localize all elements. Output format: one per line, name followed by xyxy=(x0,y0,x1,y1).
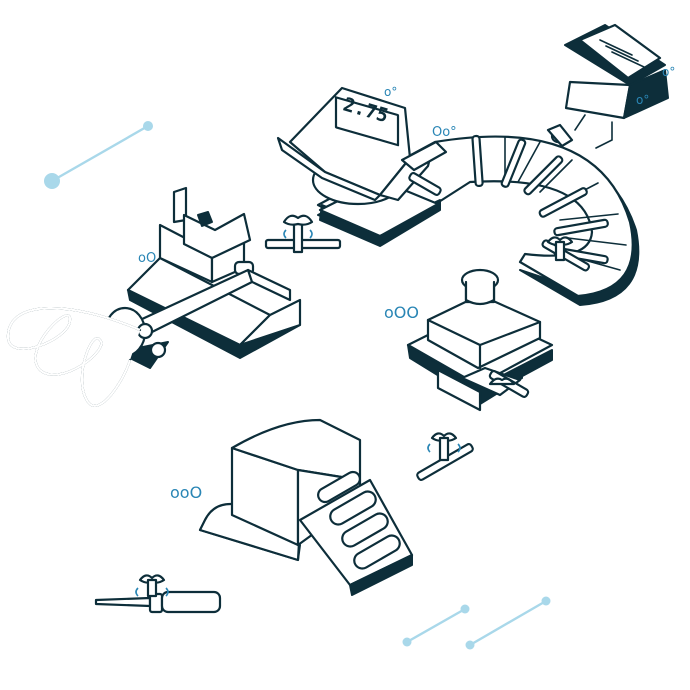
press-clamp-icon: oOO xyxy=(384,268,554,412)
wing-nut-icon xyxy=(541,236,591,272)
wing-nut-icon xyxy=(416,432,474,481)
vibration-wave-icon: o° xyxy=(636,93,649,107)
vibration-wave-icon: ooO xyxy=(170,483,202,502)
vibration-wave-icon: oO xyxy=(138,251,156,266)
vibration-wave-icon: oOO xyxy=(384,303,419,322)
digital-scale-icon: 2.75 o° Oo° xyxy=(276,85,457,247)
decorative-line-bottom-1 xyxy=(402,604,470,647)
printer-cartridge-icon: o° o° xyxy=(546,23,675,149)
wing-nut-icon xyxy=(264,214,342,254)
vibration-wave-icon: o° xyxy=(384,85,397,99)
spring-coil-icon xyxy=(6,307,142,407)
vibration-wave-icon: o° xyxy=(662,65,675,79)
vibration-wave-icon: Oo° xyxy=(432,125,457,140)
decorative-line-bottom-2 xyxy=(465,596,551,650)
screwdriver-icon xyxy=(94,574,222,614)
decorative-line-top-left xyxy=(44,121,153,189)
rolling-mill-icon: ooO xyxy=(170,418,414,596)
